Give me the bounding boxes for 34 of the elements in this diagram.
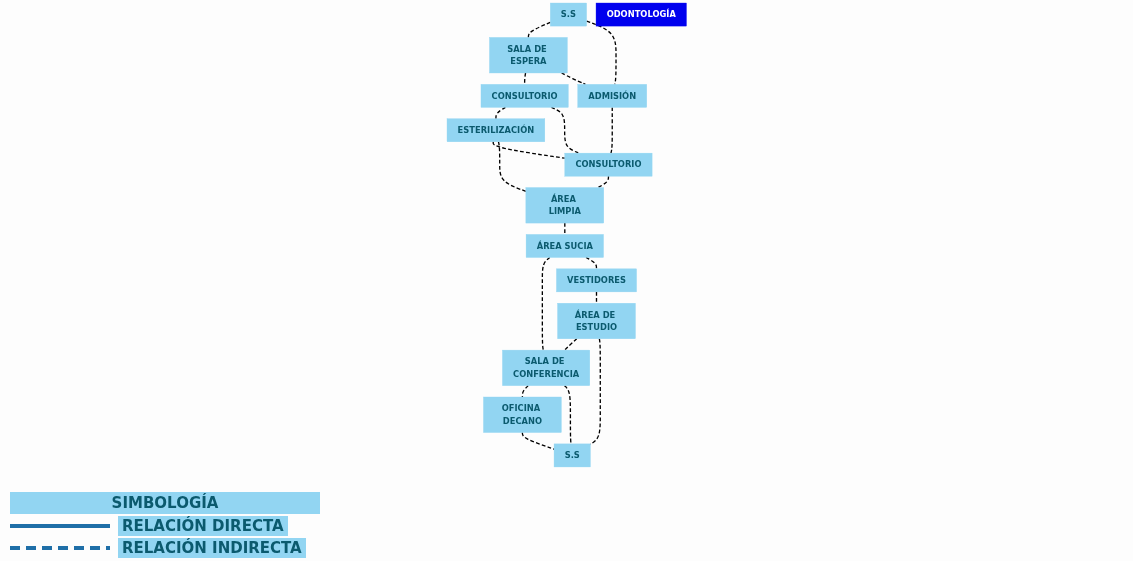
connector — [563, 338, 578, 351]
node-box: ESTERILIZACIÓN — [446, 118, 545, 142]
connector — [492, 141, 566, 159]
node-box: CONSULTORIO — [480, 84, 569, 108]
connector — [585, 20, 617, 85]
connector — [541, 256, 551, 351]
node-box: OFICINA DECANO — [483, 396, 562, 433]
connector — [597, 175, 609, 189]
connector — [595, 291, 597, 304]
connector — [527, 21, 551, 39]
connector — [563, 385, 572, 445]
legend-heading: SIMBOLOGÍA — [10, 492, 320, 514]
node-box: S.S — [549, 2, 587, 27]
node-box: SALA DE CONFERENCIA — [502, 349, 590, 386]
connector — [550, 106, 580, 154]
connector — [560, 72, 586, 85]
node-box: S.S — [553, 443, 591, 468]
node-box: ÁREA DE ESTUDIO — [557, 303, 636, 339]
node-box: ODONTOLOGÍA — [595, 2, 687, 27]
connector — [497, 141, 527, 192]
node-box: ÁREA LIMPIA — [525, 187, 604, 224]
connector — [523, 72, 526, 85]
connector — [589, 338, 601, 445]
node-box: ÁREA SUCIA — [525, 234, 604, 258]
node-box: SALA DE ESPERA — [489, 37, 568, 74]
legend-text: RELACIÓN INDIRECTA — [118, 538, 306, 558]
legend-text: RELACIÓN DIRECTA — [118, 516, 288, 536]
node-box: ADMISIÓN — [577, 84, 647, 108]
connector — [495, 106, 506, 120]
connector — [563, 222, 566, 236]
node-box: VESTIDORES — [556, 268, 637, 293]
connector — [610, 106, 613, 154]
node-box: CONSULTORIO — [564, 152, 653, 177]
connector — [585, 256, 597, 270]
